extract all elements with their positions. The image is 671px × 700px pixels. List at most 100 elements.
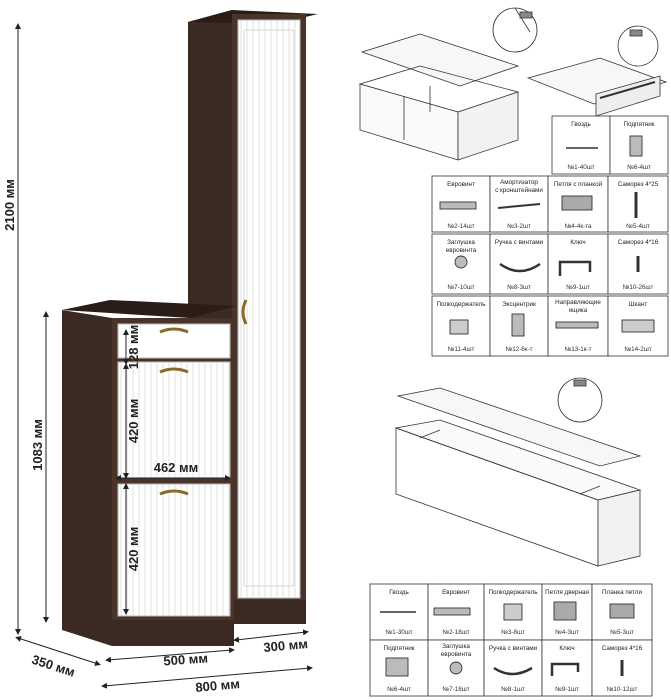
t1-r4c1-label: Полкодержатель: [436, 301, 486, 308]
dim-drawer-height: 128 мм: [126, 325, 141, 370]
dim-total-width: 800 мм: [195, 676, 241, 695]
handle-icon: [493, 666, 533, 676]
assembly-sketch-bottom: [394, 377, 642, 567]
t1-r2c1-count: №2-14шт: [447, 223, 474, 230]
dim-door-height-2: 420 мм: [126, 527, 141, 572]
cam-lock-icon: [511, 313, 525, 337]
hardware-table-2: Гвоздь №1-30шт Евровинт №2-18шт Полкодер…: [369, 583, 653, 697]
assembly-sketch-top: [358, 7, 668, 161]
t1-r2c2-label-line1: Амортизатор: [500, 179, 538, 186]
t2-r2c5-label: Саморез 4*16: [602, 645, 643, 652]
shelf-support-icon: [503, 603, 523, 621]
t1-r2c3-label: Петля с планкой: [554, 180, 603, 188]
hardware-table-1: Гвоздь №1-40шт Подпятник №6-4шт Евровинт…: [431, 115, 669, 357]
t2-r2c2-label-line1: Заглушка: [442, 643, 470, 650]
t2-r2c5-count: №10-12шт: [607, 686, 638, 693]
t2-r1c5-label: Планка петли: [602, 589, 642, 596]
t1-r4c3-label-line2: ящика: [569, 307, 588, 314]
t1-r1c1-count: №1-40шт: [567, 164, 594, 171]
t1-r3c1-label-line1: Заглушка: [447, 239, 475, 246]
t1-r4c2-label: Эксцентрик: [502, 301, 536, 308]
foot-pad-icon: [629, 135, 643, 157]
t2-r2c4-label: Ключ: [559, 645, 574, 652]
t2-r1c2-count: №2-18шт: [442, 629, 469, 636]
t1-r2c2-label-line2: с кронштейнами: [495, 186, 543, 194]
t2-r2c3-label: Ручка с винтами: [489, 645, 538, 652]
dim-total-height: 2100 мм: [2, 179, 17, 231]
upper-flap-handle: [159, 367, 189, 374]
t2-r1c1-count: №1-30шт: [385, 629, 412, 636]
t2-r1c5-count: №5-3шт: [610, 629, 634, 636]
damper-icon: [497, 203, 541, 209]
tall-column-plinth: [232, 600, 306, 624]
t2-r2c4-count: №9-1шт: [555, 686, 579, 693]
t1-r4c3-label-line1: Направляющие: [555, 299, 601, 306]
t1-r2c3-count: №4-4к-та: [564, 223, 592, 230]
t1-r4c4-count: №14-2шт: [624, 346, 651, 353]
t2-r1c3-label: Полкодержатель: [488, 589, 538, 596]
t1-r1c2-label: Подпятник: [623, 121, 654, 128]
t2-r1c4-count: №4-3шт: [555, 629, 579, 636]
t1-r3c1-label-line2: евровинта: [446, 247, 477, 254]
t2-r1c3-count: №3-8шт: [501, 629, 525, 636]
door-handle: [241, 299, 248, 325]
t1-r2c4-label: Саморез 4*25: [618, 181, 659, 188]
door-hinge-icon: [553, 601, 577, 621]
tall-door: [237, 19, 301, 599]
foot-pad-icon: [385, 657, 409, 677]
t1-r1c1-label: Гвоздь: [571, 121, 591, 128]
dim-lower-width: 500 мм: [163, 650, 208, 668]
dimension-lines: 2100 мм 1083 мм 350 мм 500 мм 300 мм 800…: [2, 23, 313, 695]
drawer-handle: [159, 327, 189, 334]
screw-cap-icon: [454, 255, 468, 269]
hinge-plate-icon: [561, 195, 593, 211]
t1-r3c2-label: Ручка с винтами: [495, 239, 544, 246]
cabinet-plinth: [112, 620, 234, 646]
t1-r2c1-label: Евровинт: [447, 181, 475, 188]
t2-r2c3-count: №8-1шт: [501, 686, 525, 693]
drawer-slide-icon: [555, 321, 599, 329]
key-icon: [550, 662, 580, 676]
t1-r2c4-count: №5-4шт: [626, 223, 650, 230]
t2-r2c1-count: №6-4шт: [387, 686, 411, 693]
upper-flap-door: [117, 361, 231, 479]
t1-r4c2-count: №12-6к-т: [505, 346, 532, 353]
t1-r4c3-count: №13-1к-т: [564, 346, 591, 353]
t2-r2c2-label-line2: евровинта: [441, 651, 472, 658]
dim-inner-width: 462 мм: [154, 460, 199, 475]
handle-icon: [499, 262, 541, 273]
lower-flap-handle: [159, 489, 189, 496]
cabinet-side: [62, 310, 112, 646]
t1-r4c4-label: Шкант: [629, 301, 648, 308]
dim-cabinet-height: 1083 мм: [30, 419, 45, 471]
lower-flap-door: [117, 483, 231, 617]
t1-r1c2-count: №6-4шт: [627, 164, 651, 171]
euroscrew-icon: [433, 607, 471, 616]
cabinet-top: [62, 300, 236, 318]
shelf-support-icon: [449, 319, 469, 335]
t1-r3c2-count: №8-3шт: [507, 284, 531, 291]
t2-r2c1-label: Подпятник: [383, 645, 414, 652]
t2-r1c1-label: Гвоздь: [389, 589, 409, 596]
hinge-plate-icon: [609, 603, 635, 619]
furniture-illustration: [62, 10, 318, 646]
t1-r3c4-count: №10-26шт: [623, 284, 654, 291]
dim-door-height-1: 420 мм: [126, 399, 141, 444]
t2-r2c2-count: №7-18шт: [442, 686, 469, 693]
drawer-front: [117, 323, 231, 359]
dowel-icon: [621, 319, 655, 333]
t1-r2c2-count: №3-2шт: [507, 223, 531, 230]
screw-cap-icon: [449, 661, 463, 675]
t1-r4c1-count: №11-4шт: [448, 346, 475, 353]
t1-r3c3-label: Ключ: [570, 239, 585, 246]
t2-r1c2-label: Евровинт: [442, 589, 470, 596]
key-icon: [558, 260, 592, 276]
euroscrew-icon: [439, 201, 477, 210]
t1-r3c1-count: №7-10шт: [447, 284, 474, 291]
t1-r3c4-label: Саморез 4*16: [618, 239, 659, 246]
t1-r3c3-count: №9-1шт: [566, 284, 590, 291]
t2-r1c4-label: Петля дверная: [545, 589, 589, 596]
dim-upper-width: 300 мм: [263, 636, 309, 655]
dim-depth: 350 мм: [30, 652, 77, 680]
